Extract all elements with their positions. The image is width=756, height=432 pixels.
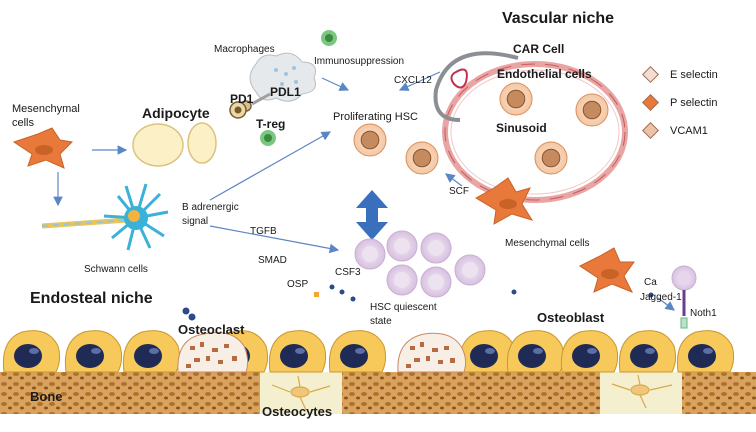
legend-label-3: VCAM1	[670, 125, 708, 137]
osteoblast-5	[268, 330, 327, 373]
mesenchymal-cells-right-label: Mesenchymal cells	[505, 238, 589, 249]
tgfb-label: TGFB	[250, 226, 277, 237]
endothelial-cells-label: Endothelial cells	[497, 67, 592, 81]
osp-label: OSP	[287, 279, 308, 290]
quiescent-hsc-2	[386, 230, 418, 262]
b-adrenergic-label-2: signal	[182, 216, 208, 227]
osteoblast-1	[2, 330, 61, 373]
quiescent-hsc-1	[354, 238, 386, 270]
immune-cell-top	[321, 30, 337, 46]
sinusoid-vessel	[442, 61, 628, 203]
treg-label: T-reg	[256, 117, 285, 131]
car-cell-label: CAR Cell	[513, 42, 564, 56]
hsc-quiescent-label-1: HSC quiescent	[370, 302, 437, 313]
hsc-quiescent-label-2: state	[370, 316, 392, 327]
osteoclast-2	[397, 332, 467, 373]
proliferating-hsc-2	[405, 141, 439, 175]
mesenchymal-cells-left-label-1: Mesenchymal	[12, 103, 80, 115]
osteoblast-row	[2, 330, 735, 373]
osteoblast-10	[618, 330, 677, 373]
vascular-niche-title: Vascular niche	[502, 10, 614, 27]
scf-label: SCF	[449, 186, 469, 197]
legend-item-2: P selectin	[642, 94, 718, 111]
mesenchymal-cell-right-1	[475, 177, 534, 225]
bone-layer	[0, 372, 756, 414]
quiescent-hsc-3	[420, 232, 452, 264]
osteoblast-7	[458, 330, 517, 373]
b-adrenergic-label-1: B adrenergic	[182, 202, 239, 213]
sinusoid-hsc-3	[534, 141, 568, 175]
arrows	[53, 71, 675, 311]
sinusoid-hsc-1	[499, 82, 533, 116]
jagged1-label: Jagged-1	[640, 292, 682, 303]
quiescent-hsc-5	[420, 266, 452, 298]
legend-swatch-1	[642, 66, 659, 83]
osteoblast-9	[560, 330, 619, 373]
mesenchymal-cell-left	[12, 127, 74, 169]
legend-swatch-3	[642, 122, 659, 139]
pd1-pdl1-interaction	[229, 92, 271, 119]
ca-label: Ca	[644, 277, 657, 288]
macrophage	[249, 52, 316, 102]
smad-label: SMAD	[258, 255, 287, 266]
legend-item-1: E selectin	[642, 66, 718, 83]
sinusoid-label: Sinusoid	[496, 121, 547, 135]
noth1-label: Noth1	[690, 308, 717, 319]
osteoblast-11	[676, 330, 735, 373]
quiescent-hsc-6	[454, 254, 486, 286]
proliferating-hsc-label: Proliferating HSC	[333, 111, 418, 123]
adipocytes	[132, 122, 217, 167]
legend-label-1: E selectin	[670, 69, 718, 81]
mesenchymal-cells-left-label-2: cells	[12, 117, 35, 129]
osteocytes-label: Osteocytes	[262, 404, 332, 419]
schwann-cell	[41, 183, 169, 251]
legend-swatch-2	[642, 94, 659, 111]
osteoclast-1	[177, 332, 249, 373]
car-cell-process	[433, 51, 519, 122]
signal-molecules	[182, 284, 517, 321]
macrophages-label: Macrophages	[214, 44, 275, 55]
quiescent-hsc-cells	[354, 230, 486, 298]
adipocyte-label: Adipocyte	[142, 105, 210, 121]
osteocyte-1	[271, 375, 331, 411]
quiescent-hsc-4	[386, 264, 418, 296]
sinusoid-hsc-cells	[499, 82, 609, 175]
osteoblast-6	[328, 330, 387, 373]
osteoblast-2	[64, 330, 123, 373]
pdl1-label: PDL1	[270, 85, 301, 99]
legend-item-3: VCAM1	[642, 122, 708, 139]
csf3-label: CSF3	[335, 267, 361, 278]
car-cell-body	[450, 68, 468, 89]
labels: Vascular niche Endosteal niche CAR Cell …	[12, 10, 717, 419]
pd1-label: PD1	[230, 92, 254, 106]
treg-cell	[260, 130, 276, 146]
osteoblast-3	[122, 330, 181, 373]
blue-double-arrow	[356, 190, 388, 240]
proliferating-hsc-cells	[353, 123, 439, 175]
bone-label: Bone	[30, 389, 63, 404]
osteoblast-label: Osteoblast	[537, 310, 605, 325]
legend-label-2: P selectin	[670, 97, 718, 109]
osteoblast-8	[506, 330, 565, 373]
jagged-notch-cell	[648, 265, 697, 329]
schwann-cells-label: Schwann cells	[84, 264, 148, 275]
sinusoid-hsc-2	[575, 93, 609, 127]
endosteal-niche-title: Endosteal niche	[30, 290, 153, 307]
osteoclast-label: Osteoclast	[178, 322, 245, 337]
osteocyte-2	[611, 374, 673, 409]
cxcl12-label: CXCL12	[394, 75, 432, 86]
proliferating-hsc-1	[353, 123, 387, 157]
mesenchymal-cell-right-2	[579, 247, 635, 293]
immunosuppression-label: Immunosuppression	[314, 56, 404, 67]
